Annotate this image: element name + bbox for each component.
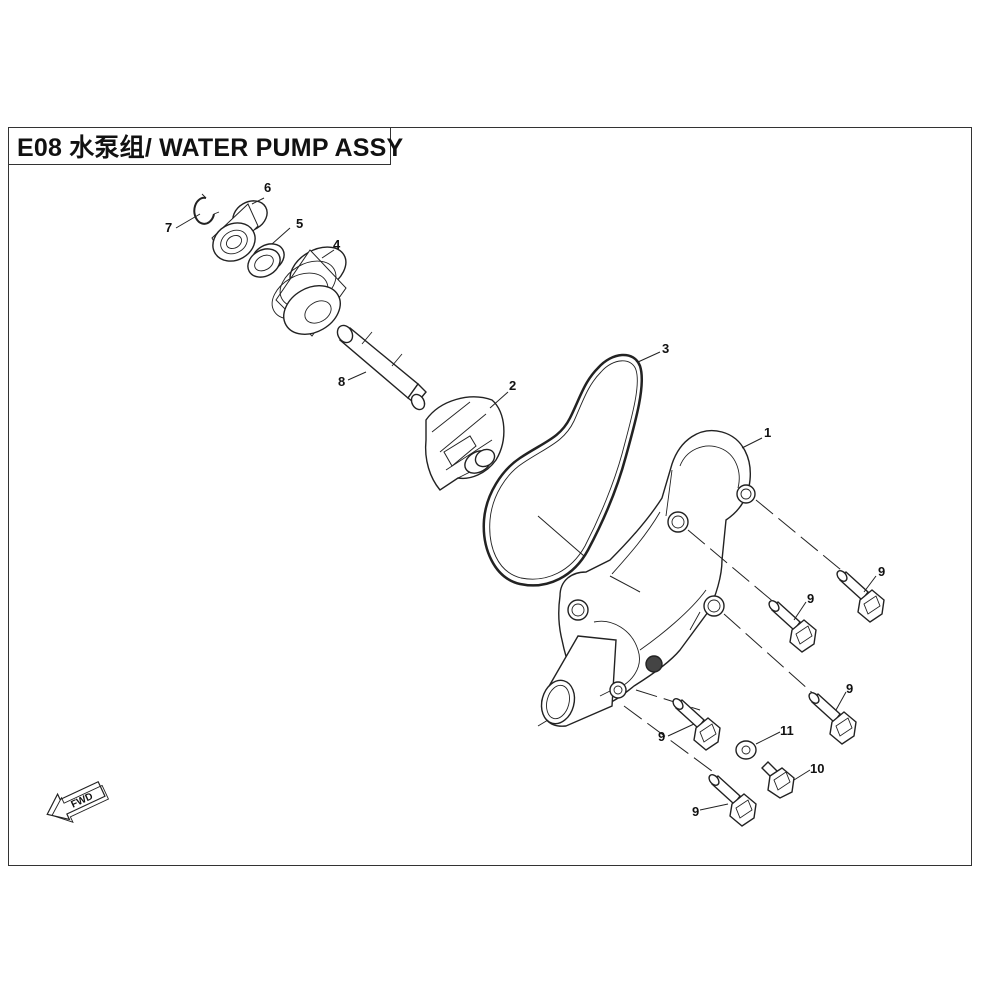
diagram-frame: [8, 127, 972, 866]
pump-shaft-part: [336, 324, 427, 411]
leader-lines: [175, 197, 877, 811]
assembly-lines: [537, 499, 847, 775]
callout-7: 7: [165, 220, 172, 235]
page-title: E08 水泵组/ WATER PUMP ASSY: [17, 133, 404, 162]
circlip-part: [193, 193, 220, 225]
callout-9-d: 9: [658, 729, 665, 744]
fwd-arrow-icon: FWD: [46, 780, 110, 823]
bolt-9-e: [708, 774, 757, 827]
callout-3: 3: [662, 341, 669, 356]
callout-1: 1: [764, 425, 771, 440]
bearing-part: [211, 200, 268, 262]
callout-5: 5: [296, 216, 303, 231]
callout-8: 8: [338, 374, 345, 389]
callout-numbers: 1 2 3 4 5 6 7 8 9 9 9 9 9 10 11: [165, 180, 885, 819]
callout-2: 2: [509, 378, 516, 393]
bolt-9-b: [768, 600, 817, 653]
callout-9-e: 9: [692, 804, 699, 819]
callout-6: 6: [264, 180, 271, 195]
impeller-part: [424, 396, 505, 491]
seal-ring-part: [247, 243, 285, 278]
mechanical-seal-part: [271, 246, 347, 337]
gasket-oring-part: [482, 353, 644, 587]
callout-10: 10: [810, 761, 824, 776]
callout-9-b: 9: [807, 591, 814, 606]
callout-9-c: 9: [846, 681, 853, 696]
callout-9-a: 9: [878, 564, 885, 579]
drain-bolt-part: [761, 761, 795, 799]
bolt-9-c: [808, 692, 857, 745]
washer-part: [735, 740, 757, 760]
callout-4: 4: [333, 237, 341, 252]
bolt-9-d: [672, 698, 721, 751]
bolt-9-a: [836, 570, 885, 623]
title-box: E08 水泵组/ WATER PUMP ASSY: [8, 127, 403, 165]
callout-11: 11: [780, 723, 794, 738]
pump-cover-part: [540, 430, 756, 727]
